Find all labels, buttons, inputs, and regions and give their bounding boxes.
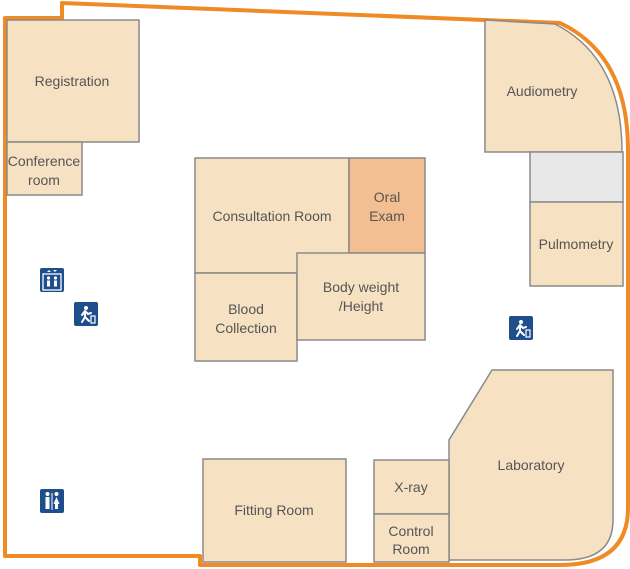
- room-label-control-line1: Control: [388, 523, 433, 539]
- room-registration[interactable]: Registration: [6, 19, 140, 143]
- room-control[interactable]: Control Room: [373, 513, 450, 563]
- room-label-oral-exam-line1: Oral: [374, 189, 400, 205]
- room-xray[interactable]: X-ray: [373, 459, 450, 515]
- room-label-pulmometry: Pulmometry: [539, 236, 614, 252]
- room-label-blood-collection-line1: Blood: [228, 301, 264, 317]
- emergency-exit-icon: [74, 302, 98, 326]
- elevator-icon: [40, 268, 64, 292]
- room-label-conference-line1: Conference: [8, 153, 81, 169]
- restroom-icon: [40, 489, 64, 513]
- room-audiometry[interactable]: Audiometry: [484, 19, 623, 153]
- room-label-conference-line2: room: [28, 172, 60, 188]
- storage-area: [529, 151, 624, 203]
- room-label-xray: X-ray: [394, 479, 427, 495]
- room-oral-exam[interactable]: Oral Exam: [348, 157, 426, 254]
- room-consultation[interactable]: Consultation Room: [194, 157, 350, 274]
- room-blood-collection[interactable]: Blood Collection: [194, 272, 298, 362]
- room-label-registration: Registration: [35, 73, 110, 89]
- room-label-blood-collection-line2: Collection: [215, 320, 276, 336]
- room-label-laboratory: Laboratory: [498, 457, 565, 473]
- room-label-oral-exam-line2: Exam: [369, 208, 405, 224]
- room-laboratory[interactable]: Laboratory: [448, 369, 614, 561]
- room-label-fitting: Fitting Room: [234, 502, 313, 518]
- room-label-consultation: Consultation Room: [212, 208, 331, 224]
- emergency-exit-icon: [509, 316, 533, 340]
- room-label-control-line2: Room: [392, 541, 429, 557]
- room-conference[interactable]: Conference room: [6, 141, 83, 196]
- room-label-audiometry: Audiometry: [507, 83, 578, 99]
- room-body-weight[interactable]: Body weight /Height: [296, 252, 426, 341]
- room-label-body-weight-line2: /Height: [339, 298, 383, 314]
- room-fitting[interactable]: Fitting Room: [202, 458, 347, 563]
- room-pulmometry[interactable]: Pulmometry: [529, 201, 624, 287]
- room-label-body-weight-line1: Body weight: [323, 279, 399, 295]
